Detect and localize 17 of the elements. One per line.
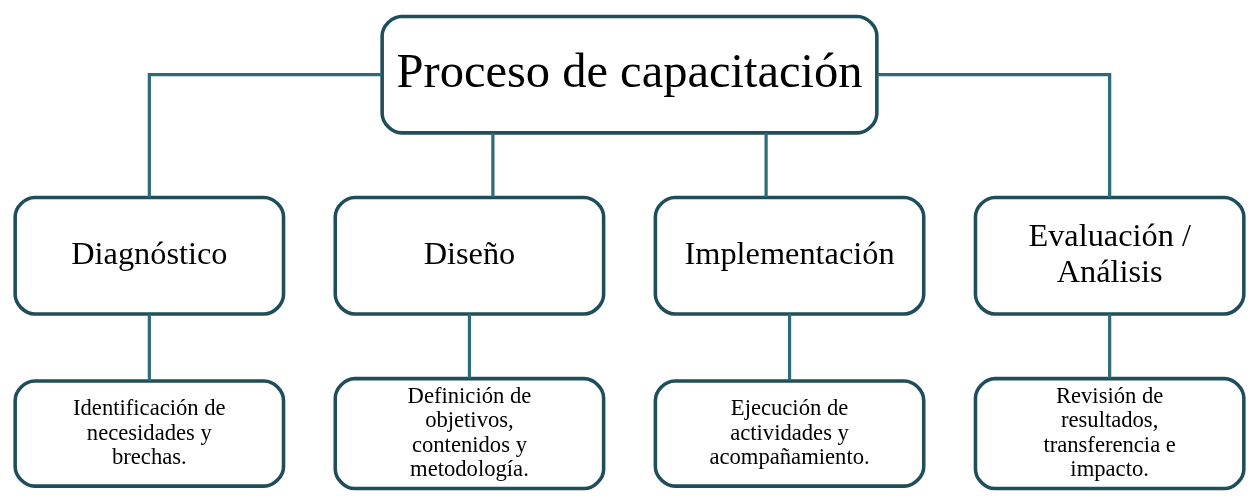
node-box: Ejecución de actividades y acompañamiento.	[653, 378, 926, 488]
connector	[1108, 313, 1112, 378]
node-box: Identificación de necesidades y brechas.	[13, 378, 286, 488]
connector	[147, 313, 151, 381]
node-box: Definición de objetivos, contenidos y metodología.	[333, 376, 606, 490]
node-box: Implementación	[653, 195, 926, 316]
node-box: Diseño	[333, 195, 606, 316]
node-box: Revisión de resultados, transferencia e impacto.	[973, 376, 1246, 490]
connector	[491, 132, 495, 197]
node-box: Evaluación / Análisis	[973, 195, 1246, 316]
connector	[787, 313, 792, 381]
connector	[467, 313, 472, 378]
connector	[877, 72, 1112, 197]
connector	[764, 132, 768, 197]
connector	[147, 72, 382, 197]
node-box: Diagnóstico	[13, 195, 286, 316]
node-box: Proceso de capacitación	[380, 14, 879, 135]
